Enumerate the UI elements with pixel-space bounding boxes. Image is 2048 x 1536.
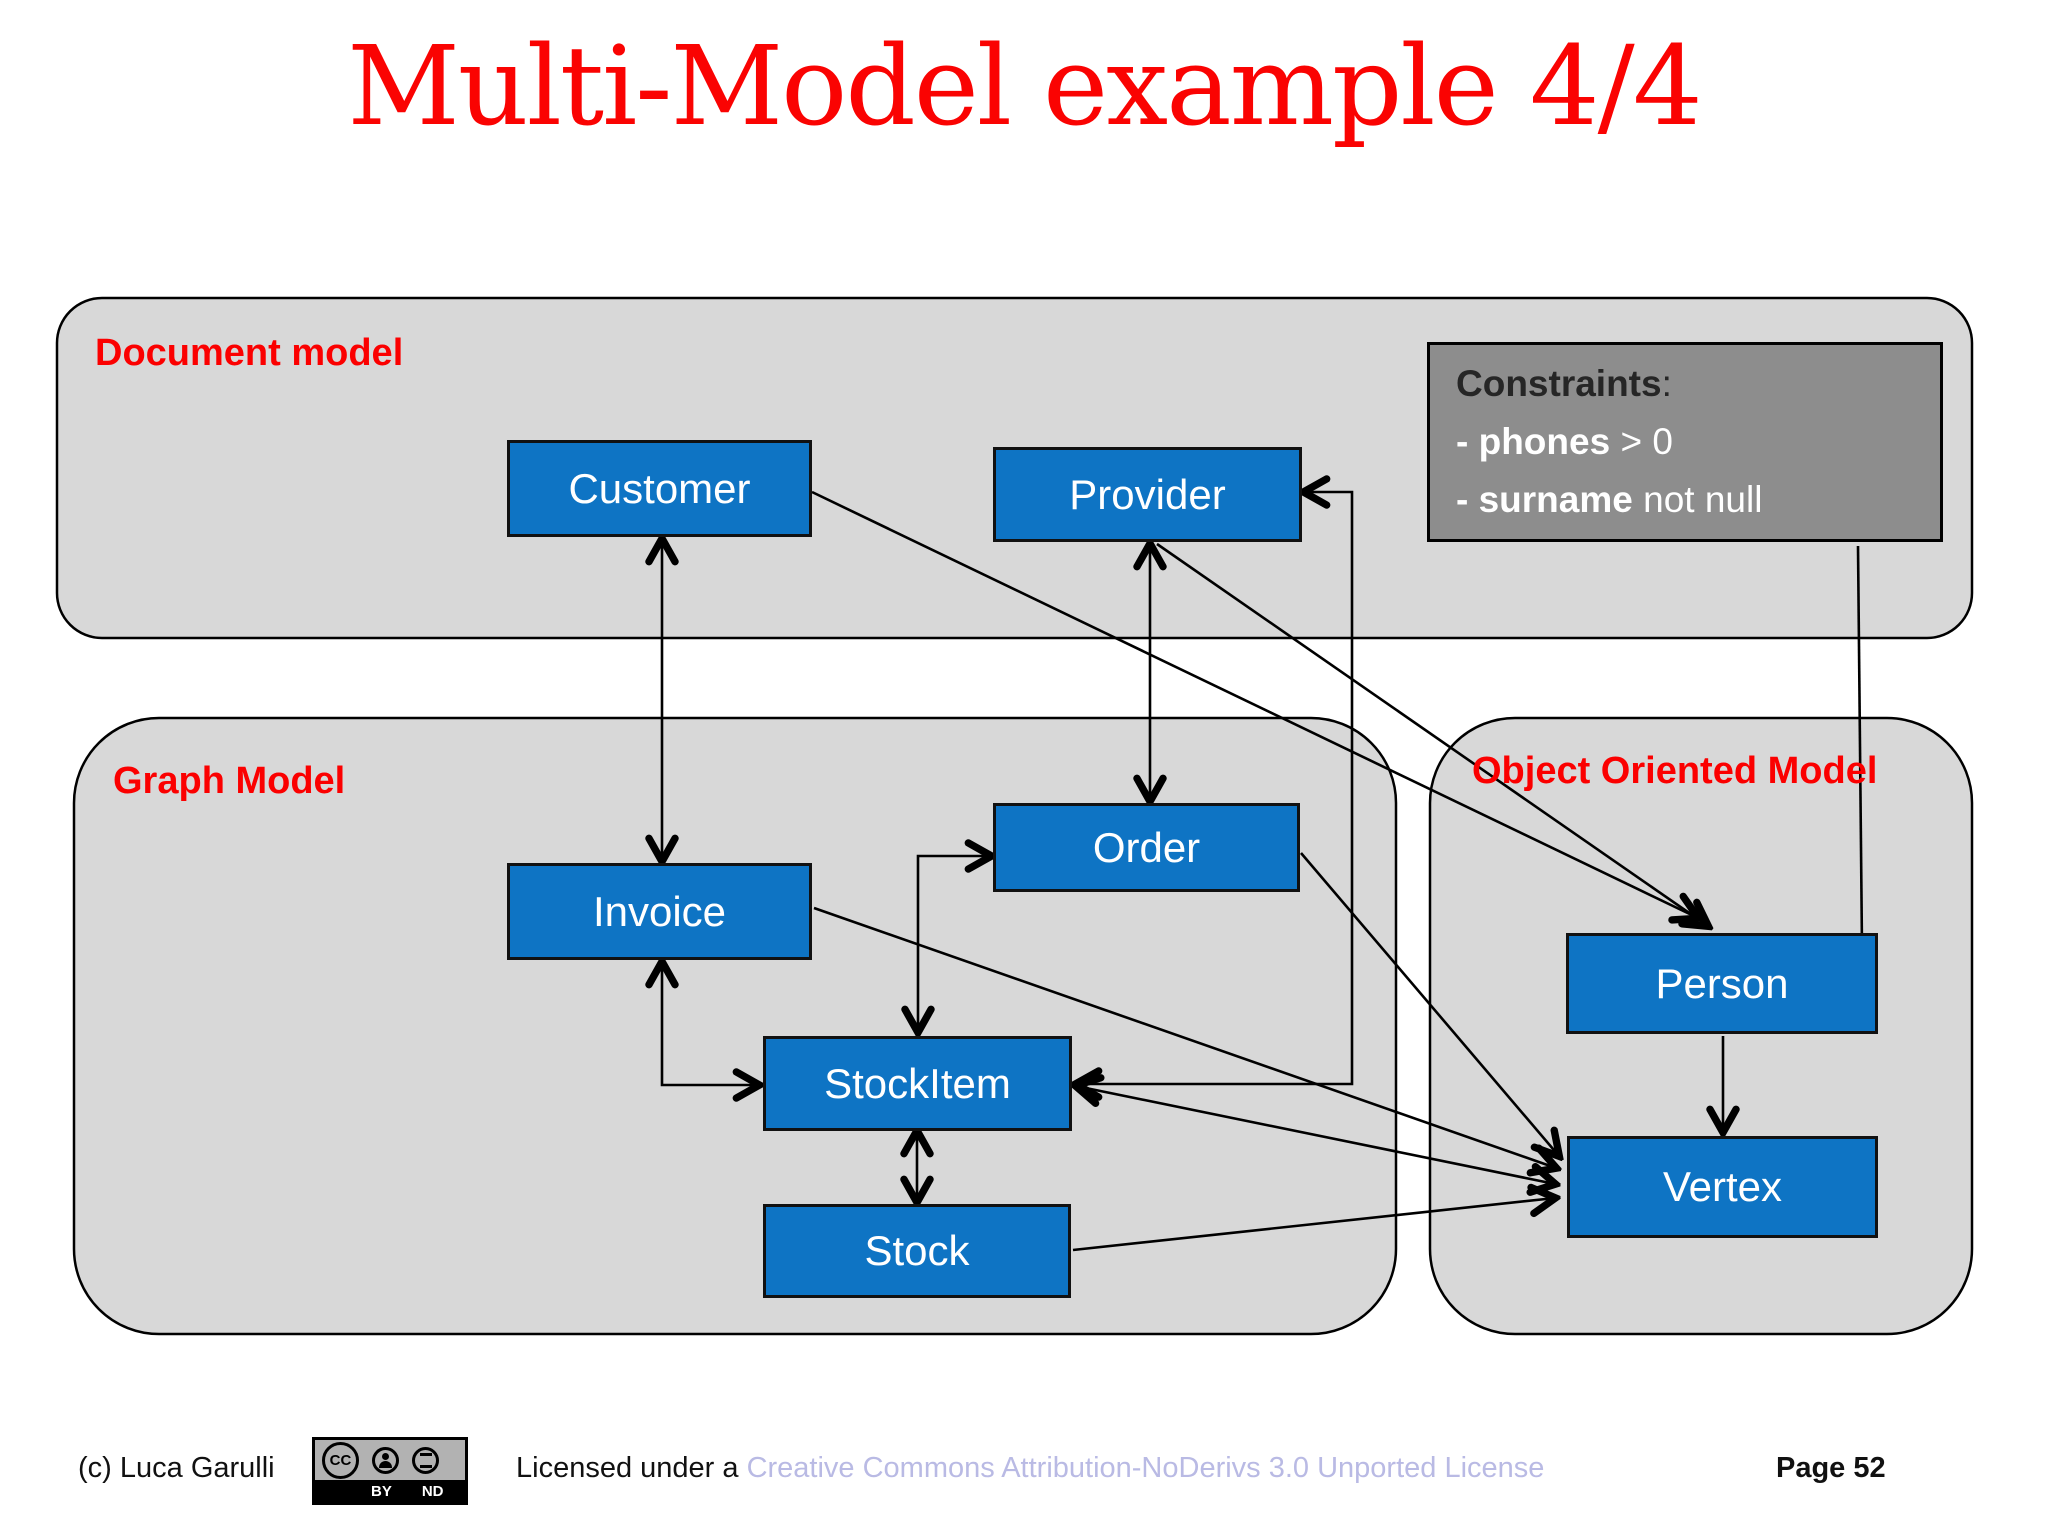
page-title: Multi-Model example 4/4 (347, 22, 1702, 150)
graph-model-label: Graph Model (113, 760, 346, 802)
cc-badge-text: BY ND (315, 1480, 465, 1502)
node-order: Order (993, 803, 1300, 892)
node-stockitem: StockItem (763, 1036, 1072, 1131)
constraint-rule-phones: - phones > 0 (1456, 421, 1673, 462)
node-vertex: Vertex (1567, 1136, 1878, 1238)
no-derivs-icon (412, 1446, 439, 1474)
constraint-rule-surname: - surname not null (1456, 479, 1763, 520)
cc-license-badge: CC BY ND (312, 1437, 468, 1505)
node-person: Person (1566, 933, 1878, 1034)
edge-constraints-person (1856, 545, 1864, 949)
node-provider: Provider (993, 447, 1302, 542)
page-number: Page 52 (1776, 1452, 1886, 1484)
edge-order-stockitem (918, 856, 991, 1032)
license-link[interactable]: Creative Commons Attribution-NoDerivs 3.… (746, 1452, 1545, 1484)
edge-customer-person (811, 490, 1698, 918)
document-model-label: Document model (95, 332, 404, 374)
cc-logo-icon: CC (322, 1441, 359, 1479)
edge-stockitem-vertex (1076, 1086, 1555, 1184)
object-oriented-model-label: Object Oriented Model (1472, 750, 1878, 792)
attribution-person-icon (372, 1446, 399, 1474)
constraints-box: Constraints: - phones > 0 - surname not … (1427, 342, 1943, 542)
node-customer: Customer (507, 440, 812, 537)
copyright-text: (c) Luca Garulli (78, 1452, 275, 1484)
node-invoice: Invoice (507, 863, 812, 960)
license-text: Licensed under a Creative Commons Attrib… (516, 1452, 1545, 1484)
edge-invoice-stockitem (662, 962, 759, 1085)
edge-provider-person (1156, 542, 1708, 926)
constraints-title: Constraints: (1456, 363, 1672, 404)
cc-badge-icons: CC (315, 1440, 465, 1480)
node-stock: Stock (763, 1204, 1071, 1298)
edge-stock-vertex (1072, 1198, 1555, 1252)
